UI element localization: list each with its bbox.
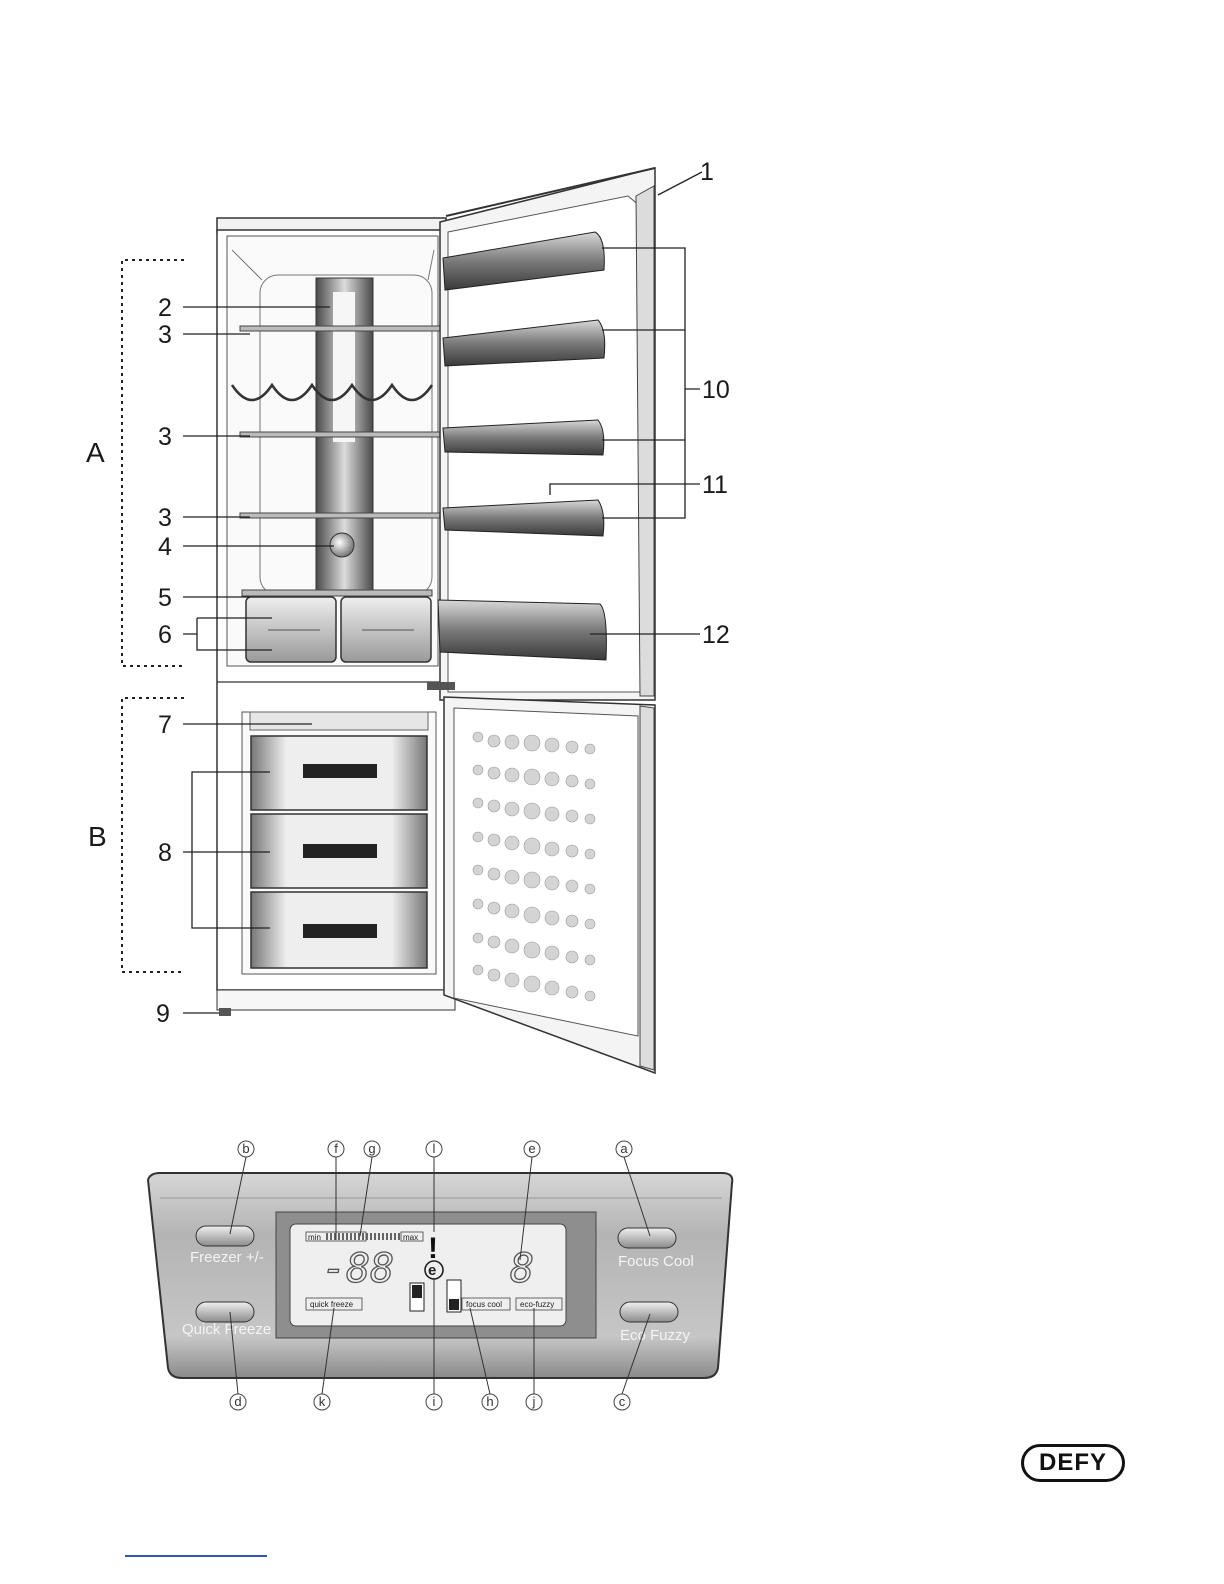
callout-9: 9 [156,1000,170,1028]
panel-letter-h: h [486,1394,493,1409]
panel-letters-top: b f g l e a [238,1141,632,1157]
quick-freeze-button[interactable] [196,1302,254,1322]
lcd-eco-fuzzy: eco-fuzzy [520,1300,554,1309]
callout-10: 10 [702,376,730,404]
callout-3: 3 [158,423,172,451]
eco-symbol: e [428,1262,436,1279]
callout-4: 4 [158,533,172,561]
panel-letter-f: f [334,1141,338,1156]
footer-link-underline[interactable] [125,1555,267,1557]
zone-label-a: A [86,437,105,468]
callout-1: 1 [700,158,714,186]
freezer-door [444,697,655,1073]
panel-letter-b: b [242,1141,249,1156]
panel-letters-bottom: d k i h j c [230,1394,630,1410]
callout-7: 7 [158,711,172,739]
callout-3: 3 [158,321,172,349]
quick-freeze-button-label: Quick Freeze [182,1321,271,1338]
panel-letter-j: j [532,1394,536,1409]
panel-letter-e: e [528,1141,535,1156]
callout-3: 3 [158,504,172,532]
freezer-button-label: Freezer +/- [190,1249,264,1266]
defy-logo: DEFY [1021,1444,1125,1482]
callout-8: 8 [158,839,172,867]
panel-letter-k: k [319,1394,326,1409]
callout-5: 5 [158,584,172,612]
callout-12: 12 [702,621,730,649]
control-panel: min max -88 ! e 8 quick freeze focus coo… [148,1173,732,1378]
zone-brackets [122,260,184,972]
panel-letter-a: a [620,1141,628,1156]
lcd-focus-cool: focus cool [466,1300,502,1309]
freezer-drawers [251,736,427,968]
panel-letter-d: d [234,1394,241,1409]
panel-letter-i: i [433,1394,436,1409]
fridge-temp-digit: 8 [510,1246,534,1292]
alarm-icon: ! [428,1232,438,1265]
callout-6: 6 [158,621,172,649]
freezer-temp-digits: -88 [322,1246,394,1292]
zone-label-b: B [88,821,107,852]
panel-letter-l: l [433,1141,436,1156]
fridge-cabinet [217,218,455,1016]
eco-fuzzy-button[interactable] [620,1302,678,1322]
panel-letter-g: g [368,1141,375,1156]
freezer-button[interactable] [196,1226,254,1246]
callout-11: 11 [702,471,728,499]
focus-cool-button[interactable] [618,1228,676,1248]
eco-fuzzy-button-label: Eco Fuzzy [620,1327,691,1344]
focus-cool-button-label: Focus Cool [618,1253,694,1270]
lcd-min-label: min [308,1233,321,1242]
lcd-max-label: max [403,1233,418,1242]
callout-2: 2 [158,294,172,322]
lcd-quick-freeze: quick freeze [310,1300,354,1309]
panel-letter-c: c [619,1394,626,1409]
